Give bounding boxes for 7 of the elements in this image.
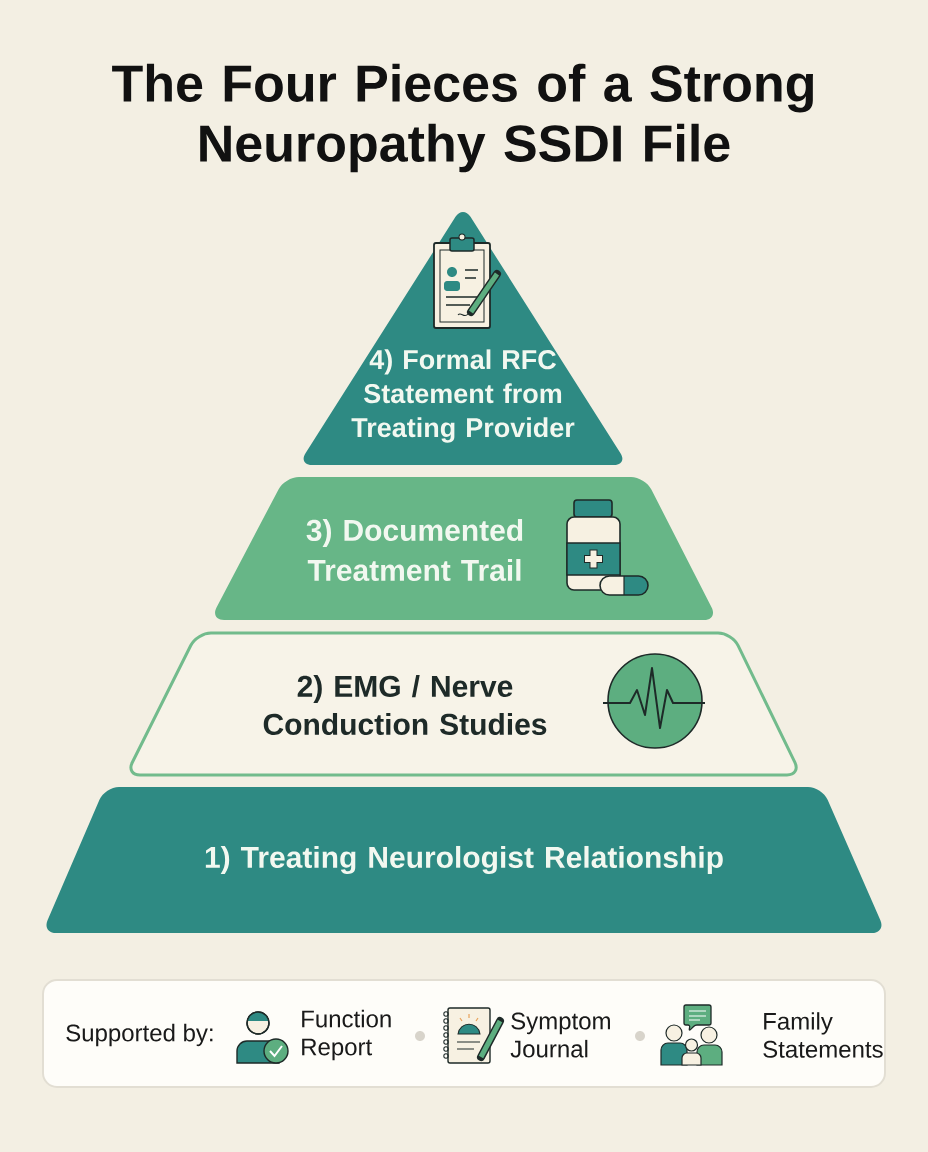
item-text: Symptom Journal	[510, 1012, 610, 1058]
pyramid-tier: 1) Treating Neurologist Relationship	[46, 787, 882, 933]
item-text: Function Report	[302, 1009, 391, 1061]
pyramid-tier: 3) Documented Treatment Trail	[215, 477, 713, 620]
item-text: Family Statements	[763, 1012, 883, 1058]
title: The Four Pieces of a Strong Neuropathy SSDI File	[112, 63, 813, 173]
heading-text: Supported by:	[66, 1023, 213, 1047]
